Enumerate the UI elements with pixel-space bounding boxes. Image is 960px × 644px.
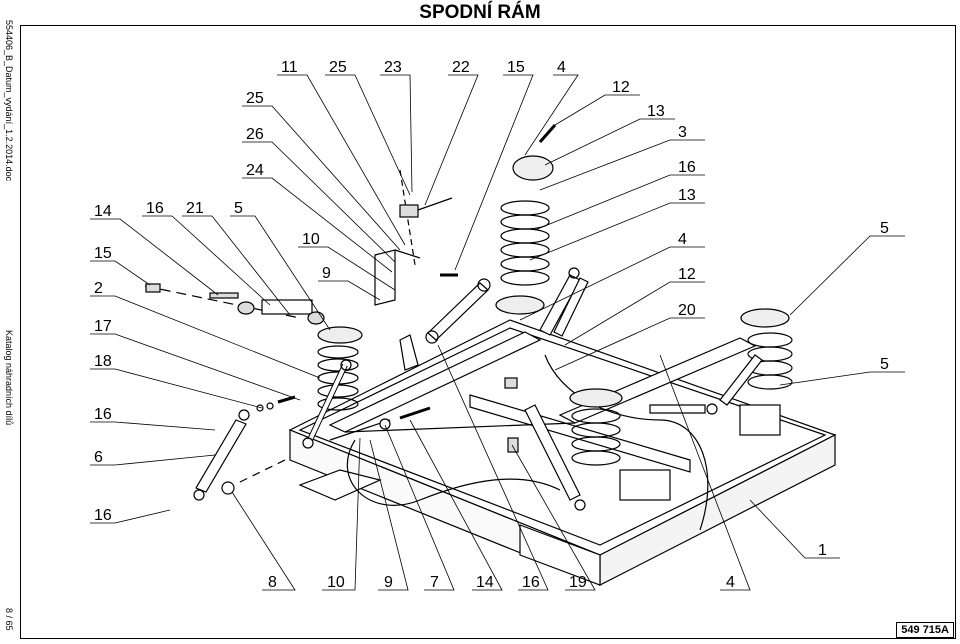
callout-b2: 10 <box>327 574 345 591</box>
callout-t9: 23 <box>384 59 402 76</box>
spring-center <box>495 155 554 315</box>
callout-b5: 14 <box>476 574 494 591</box>
shock-absorbers-upper <box>425 267 763 511</box>
callout-r3: 3 <box>678 124 687 141</box>
callout-r8: 20 <box>678 302 696 319</box>
callout-t13: 10 <box>302 231 320 248</box>
callout-t2: 21 <box>186 200 204 217</box>
callout-t4: 25 <box>246 90 264 107</box>
callout-r11: 1 <box>818 542 827 559</box>
drawing-frame <box>20 25 956 639</box>
callout-l1: 14 <box>94 203 112 220</box>
shock-absorber-loose <box>193 409 250 501</box>
callout-t1: 16 <box>146 200 164 217</box>
callout-t7: 11 <box>281 59 298 76</box>
callout-t12: 4 <box>557 59 566 76</box>
callout-t11: 15 <box>507 59 525 76</box>
callout-l6: 16 <box>94 406 112 423</box>
callout-b1: 8 <box>268 574 277 591</box>
callout-b3: 9 <box>384 574 393 591</box>
callout-r5: 13 <box>678 187 696 204</box>
lower-frame <box>288 319 837 586</box>
callout-l4: 17 <box>94 318 112 335</box>
spring-right <box>740 308 793 390</box>
callout-l5: 18 <box>94 353 112 370</box>
callout-b6: 16 <box>522 574 540 591</box>
callout-l3: 2 <box>94 280 103 297</box>
callout-r10: 5 <box>880 356 889 373</box>
callout-r6: 4 <box>678 231 687 248</box>
callout-t14: 9 <box>322 265 331 282</box>
spring-front-left <box>317 326 363 411</box>
callout-t6: 24 <box>246 162 264 179</box>
callout-r2: 13 <box>647 103 665 120</box>
callout-b7: 19 <box>569 574 587 591</box>
shock-absorber-left <box>302 359 352 449</box>
callout-r7: 12 <box>678 266 696 283</box>
callout-t3: 5 <box>234 200 243 217</box>
callout-labels: 14 15 2 17 18 16 6 16 16 21 5 25 26 24 1… <box>94 59 889 591</box>
callout-t5: 26 <box>246 126 264 143</box>
page-title: SPODNÍ RÁM <box>419 2 541 23</box>
callout-t10: 22 <box>452 59 470 76</box>
callout-r9: 5 <box>880 220 889 237</box>
callout-r4: 16 <box>678 159 696 176</box>
callout-b8: 4 <box>726 574 735 591</box>
drawing-id: 549 715A <box>896 622 954 638</box>
callout-r1: 12 <box>612 79 630 96</box>
callout-l2: 15 <box>94 245 112 262</box>
callout-b4: 7 <box>430 574 439 591</box>
spring-rear-center <box>569 388 623 466</box>
leader-lines <box>90 74 905 591</box>
bracket-parts <box>221 124 557 495</box>
stabilizer-rod <box>144 283 325 325</box>
callout-l7: 6 <box>94 449 103 466</box>
callout-l8: 16 <box>94 507 112 524</box>
callout-t8: 25 <box>329 59 347 76</box>
